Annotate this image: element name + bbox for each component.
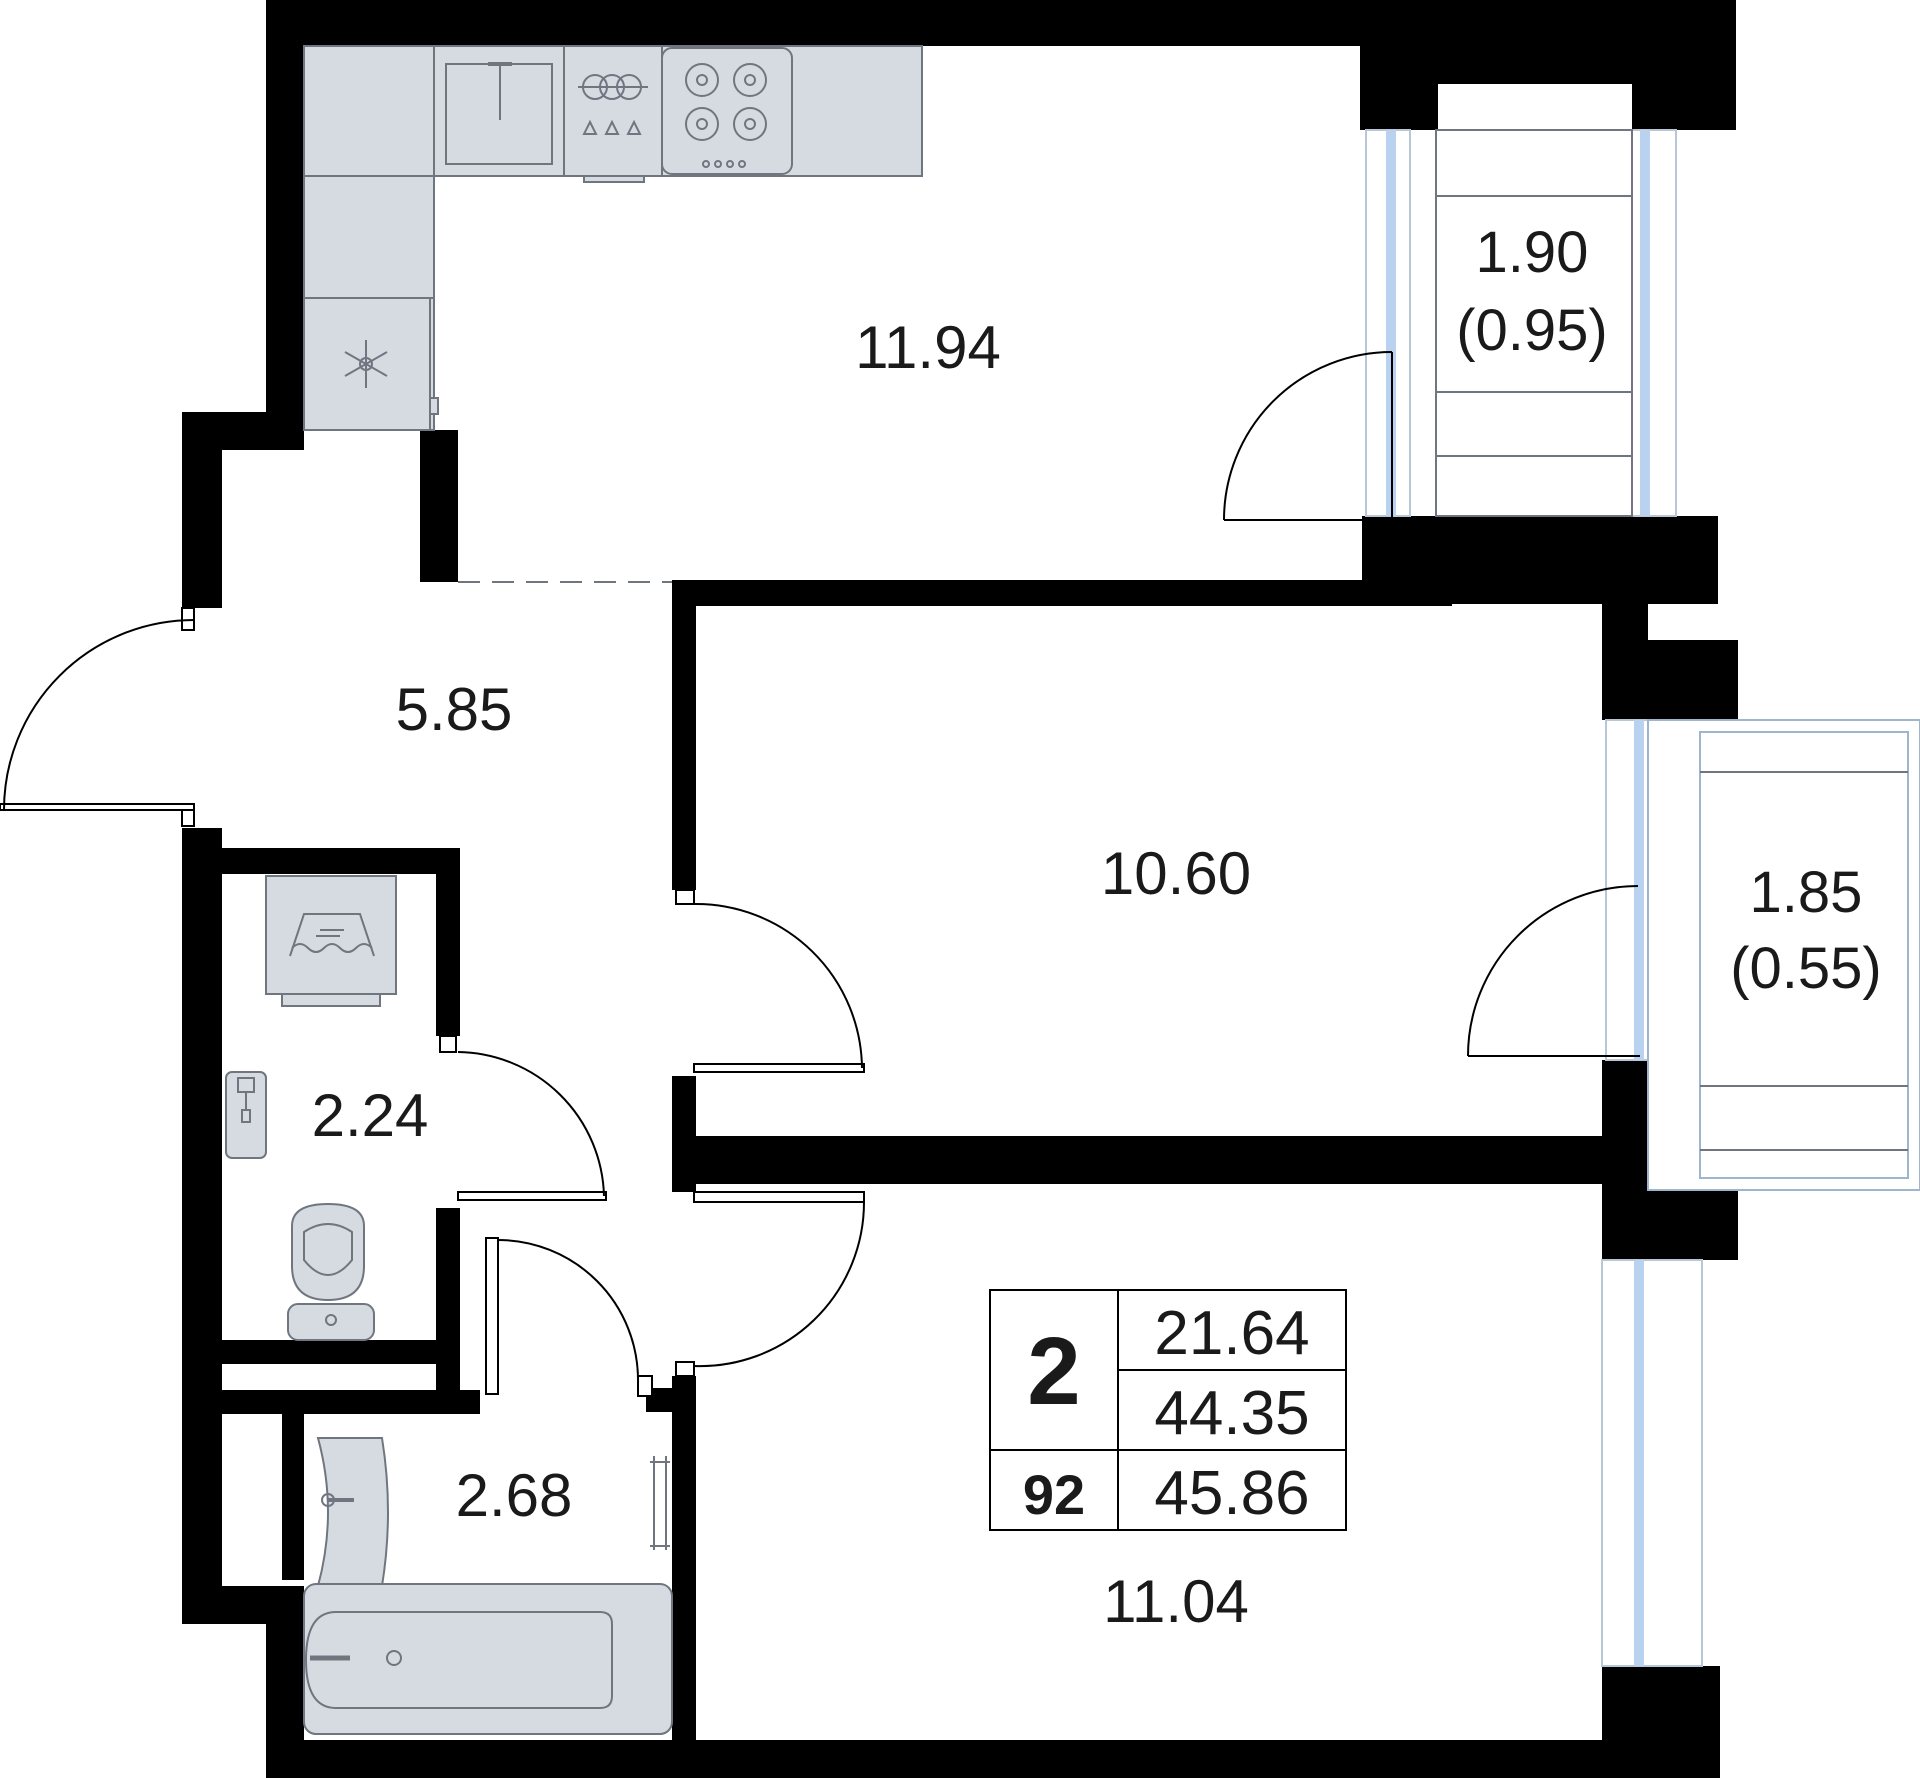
- bathroom-door[interactable]: [485, 1237, 653, 1397]
- interior-walls: [218, 430, 1608, 1740]
- toilet-icon: [287, 1202, 375, 1341]
- apartment-number: 92: [1023, 1463, 1085, 1526]
- living-area: 11.04: [1103, 1568, 1249, 1635]
- washing-machine-icon: [265, 875, 397, 1007]
- balcony-top: 1.90 (0.95): [1435, 129, 1633, 517]
- entrance-door[interactable]: [0, 607, 195, 827]
- balcony-right-area: 1.85: [1750, 860, 1863, 925]
- toilet-fixtures: [225, 875, 397, 1341]
- room-labels: 11.94 5.85 10.60 2.24 2.68 11.04: [312, 314, 1251, 1635]
- fridge-icon: [303, 297, 439, 431]
- counter-top: [303, 45, 923, 177]
- dishwasher-icon: [578, 74, 648, 183]
- bathtub-icon: [303, 1583, 673, 1735]
- bedroom-balcony-door[interactable]: [1467, 885, 1640, 1057]
- toilet-door[interactable]: [439, 1035, 607, 1201]
- living-room-door[interactable]: [675, 1191, 865, 1377]
- towel-rail-icon: [650, 1456, 670, 1550]
- hall-area: 5.85: [396, 676, 513, 743]
- bathroom-fixtures: [303, 1437, 673, 1735]
- living-area-total: 21.64: [1154, 1299, 1309, 1368]
- washbasin-icon: [316, 1437, 389, 1587]
- kitchen-fixtures: [303, 45, 923, 431]
- toilet-area: 2.24: [312, 1082, 429, 1149]
- cooktop-icon: [661, 47, 793, 175]
- balcony-top-area: 1.90: [1476, 220, 1589, 285]
- rooms-count: 2: [1027, 1318, 1080, 1425]
- exterior-walls: [182, 0, 1738, 1778]
- kitchen-area: 11.94: [855, 314, 1001, 381]
- bedroom-area: 10.60: [1101, 840, 1251, 907]
- windows: [1365, 129, 1703, 1667]
- balcony-right: 1.85 (0.55): [1647, 719, 1920, 1191]
- bathroom-area: 2.68: [456, 1462, 573, 1529]
- total-area: 44.35: [1154, 1379, 1309, 1448]
- total-area-with-balcony: 45.86: [1154, 1459, 1309, 1528]
- summary-table: 2 92 21.64 44.35 45.86: [989, 1289, 1347, 1531]
- doors: [0, 351, 1640, 1397]
- balcony-top-reduced-area: (0.95): [1456, 298, 1608, 363]
- balcony-right-reduced-area: (0.55): [1730, 936, 1882, 1001]
- boiler-icon: [225, 1071, 267, 1159]
- kitchen-balcony-door[interactable]: [1223, 351, 1393, 521]
- bedroom-door[interactable]: [675, 889, 865, 1073]
